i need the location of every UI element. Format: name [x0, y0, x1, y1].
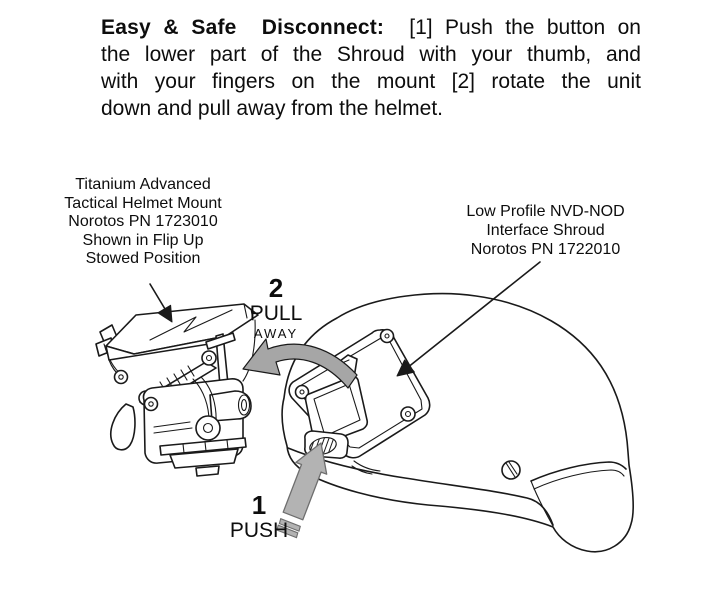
step-2-action: PULL	[249, 302, 303, 325]
instruction-line: with your fingers on the mount [2] rotat…	[101, 70, 641, 93]
helmet-illustration	[281, 292, 634, 553]
shroud-plate	[288, 328, 431, 475]
shroud-leader-arrow-icon	[396, 261, 541, 377]
instruction-line: the lower part of the Shroud with your t…	[101, 43, 641, 66]
instruction-paragraph: Easy & Safe Disconnect: [1] Push the but…	[101, 14, 641, 122]
pull-away-curved-arrow-icon	[242, 338, 358, 389]
instruction-heading: Easy & Safe Disconnect:	[101, 16, 410, 39]
instruction-line: down and pull away from the helmet.	[101, 97, 444, 120]
step-1-action: PUSH	[229, 519, 289, 542]
mount-part-label: Titanium Advanced Tactical Helmet Mount …	[64, 176, 222, 267]
step-2-callout: 2 PULL AWAY	[226, 273, 326, 342]
step-1-callout: 1 PUSH	[209, 492, 309, 543]
mount-leader-arrow-icon	[149, 283, 173, 323]
shroud-part-label: Low Profile NVD-NOD Interface Shroud Nor…	[466, 203, 625, 258]
instruction-line: Easy & Safe Disconnect: [1] Push the but…	[101, 16, 641, 39]
push-arrow-icon	[276, 442, 328, 539]
step-1-number: 1	[251, 490, 267, 520]
step-2-number: 2	[268, 273, 284, 303]
helmet-mount-illustration	[95, 303, 259, 477]
step-2-qualifier: AWAY	[253, 326, 299, 341]
